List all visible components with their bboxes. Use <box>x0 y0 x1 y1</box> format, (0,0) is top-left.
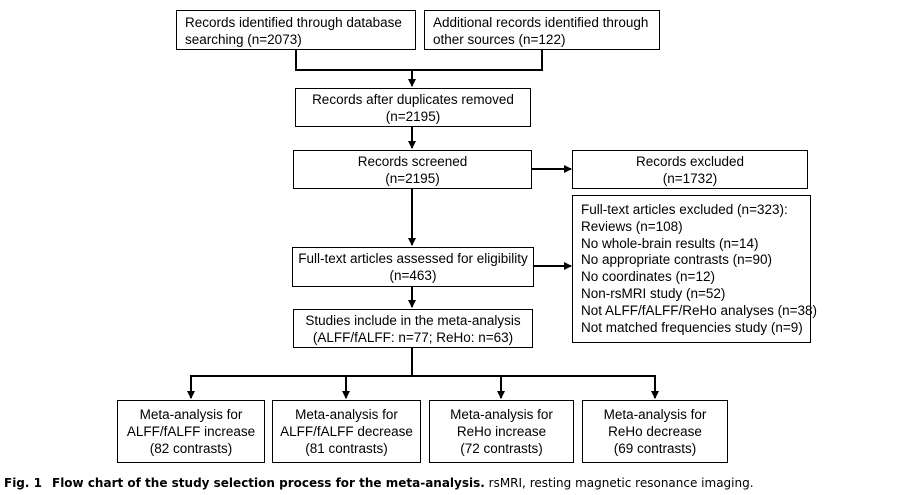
box-meta-alff-decrease: Meta-analysis for ALFF/fALFF decrease (8… <box>272 400 421 463</box>
caption-title: Flow chart of the study selection proces… <box>52 476 485 490</box>
box-meta-reho-increase: Meta-analysis for ReHo increase (72 cont… <box>429 400 574 463</box>
box-fulltext-assessed: Full-text articles assessed for eligibil… <box>292 247 534 287</box>
box-meta-alff-increase: Meta-analysis for ALFF/fALFF increase (8… <box>117 400 265 463</box>
box-database-records: Records identified through database sear… <box>176 10 416 50</box>
box-fulltext-excluded: Full-text articles excluded (n=323): Rev… <box>572 195 817 343</box>
caption-text: rsMRI, resting magnetic resonance imagin… <box>484 476 754 490</box>
box-other-source-records: Additional records identified through ot… <box>424 10 660 50</box>
box-records-excluded: Records excluded (n=1732) <box>572 150 808 189</box>
box-duplicates-removed: Records after duplicates removed (n=2195… <box>295 88 531 127</box>
figure-caption: Fig. 1 Flow chart of the study selection … <box>4 476 754 490</box>
figure-label: Fig. 1 <box>4 476 42 490</box>
box-meta-reho-decrease: Meta-analysis for ReHo decrease (69 cont… <box>582 400 728 463</box>
box-records-screened: Records screened (n=2195) <box>293 150 532 189</box>
box-studies-included: Studies include in the meta-analysis (AL… <box>293 309 533 348</box>
